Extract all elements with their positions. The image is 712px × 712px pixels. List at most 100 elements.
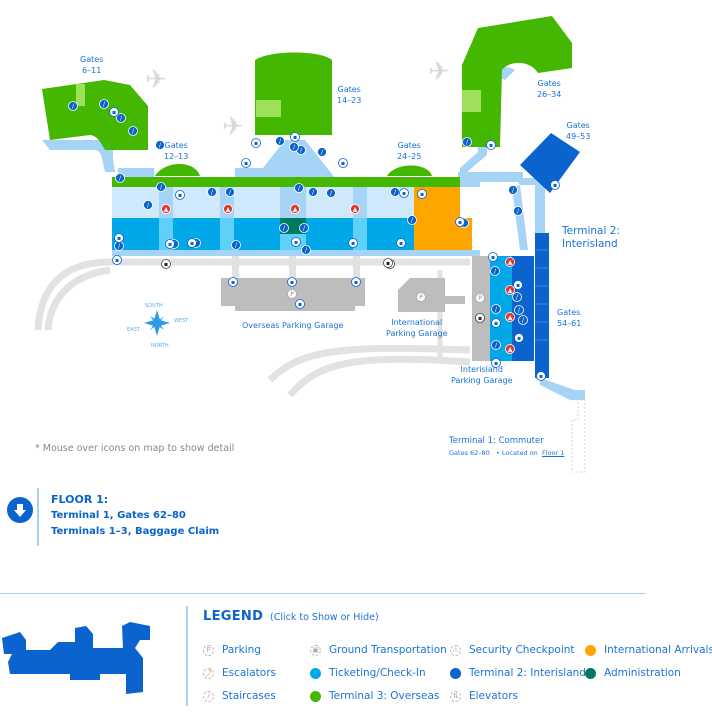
terminal-1-commuter-outline[interactable]	[571, 399, 586, 473]
staircase-icon[interactable]	[289, 142, 299, 152]
security-icon[interactable]	[505, 312, 515, 322]
security-icon[interactable]	[290, 204, 300, 214]
security-icon[interactable]	[505, 285, 515, 295]
security-icon[interactable]	[505, 257, 515, 267]
interisland-parking-garage[interactable]	[472, 256, 490, 361]
elevator-icon[interactable]	[241, 158, 251, 168]
bus-icon[interactable]	[161, 259, 171, 269]
gates-26-34-pier[interactable]	[462, 16, 572, 147]
gates-6-11-pier[interactable]	[42, 80, 148, 150]
terminal-3-overseas-concourse[interactable]	[112, 177, 460, 187]
elevator-icon[interactable]	[491, 358, 501, 368]
floor-1-navigator[interactable]: FLOOR 1: Terminal 1, Gates 62–80 Termina…	[0, 488, 300, 546]
legend-item[interactable]: ⚠Security Checkpoint	[450, 643, 575, 657]
staircase-icon[interactable]	[508, 185, 518, 195]
elevator-icon[interactable]	[417, 189, 427, 199]
elevator-icon[interactable]	[187, 238, 197, 248]
staircase-icon[interactable]	[513, 206, 523, 216]
legend-toggle[interactable]: (Click to Show or Hide)	[270, 612, 379, 623]
legend-item[interactable]: ⤴Escalators	[203, 666, 276, 680]
elevator-icon[interactable]	[514, 333, 524, 343]
floor-line-2[interactable]: Terminals 1–3, Baggage Claim	[51, 526, 220, 537]
gates-49-53-pier[interactable]	[520, 133, 580, 193]
staircase-icon[interactable]	[128, 126, 138, 136]
staircase-icon[interactable]	[491, 340, 501, 350]
elevator-icon[interactable]	[114, 233, 124, 243]
staircase-icon[interactable]	[308, 187, 318, 197]
security-icon[interactable]	[505, 344, 515, 354]
legend-item[interactable]: Terminal 3: Overseas	[310, 689, 439, 703]
staircase-icon[interactable]	[512, 292, 522, 302]
elevator-icon[interactable]	[348, 238, 358, 248]
staircase-icon[interactable]	[68, 101, 78, 111]
elevator-icon[interactable]	[165, 239, 175, 249]
bus-icon[interactable]	[383, 258, 393, 268]
elevator-icon[interactable]	[491, 318, 501, 328]
ticketing-lower[interactable]	[112, 218, 414, 250]
elevator-icon[interactable]	[287, 277, 297, 287]
elevator-icon[interactable]	[351, 277, 361, 287]
staircase-icon[interactable]	[490, 266, 500, 276]
elevator-icon[interactable]	[399, 188, 409, 198]
interisland-ticketing[interactable]	[490, 256, 512, 361]
elevator-icon[interactable]	[550, 180, 560, 190]
staircase-icon[interactable]	[326, 188, 336, 198]
elevator-icon[interactable]	[251, 138, 261, 148]
security-icon[interactable]	[350, 204, 360, 214]
legend-item[interactable]: /Staircases	[203, 689, 276, 703]
staircase-icon[interactable]	[491, 304, 501, 314]
staircase-icon[interactable]	[143, 200, 153, 210]
legend-item[interactable]: Administration	[585, 666, 681, 680]
staircase-icon[interactable]	[294, 183, 304, 193]
elevator-icon[interactable]	[513, 280, 523, 290]
legend-item[interactable]: International Arrivals	[585, 643, 712, 657]
staircase-icon[interactable]	[462, 137, 472, 147]
security-icon[interactable]	[223, 204, 233, 214]
legend-item[interactable]: ⇅Elevators	[450, 689, 518, 703]
staircase-icon[interactable]	[207, 187, 217, 197]
legend-item[interactable]: Terminal 2: Interisland	[450, 666, 586, 680]
bus-icon[interactable]	[475, 313, 485, 323]
gates-54-61-concourse[interactable]	[535, 233, 549, 378]
map-icons[interactable]: ////////////////////////////////////▪▪▪▪…	[68, 99, 560, 381]
staircase-icon[interactable]	[155, 140, 165, 150]
staircase-icon[interactable]	[518, 315, 528, 325]
floor-1-link[interactable]: Floor 1	[541, 449, 565, 457]
staircase-icon[interactable]	[301, 245, 311, 255]
gates-24-25-pod[interactable]	[387, 165, 432, 177]
elevator-icon[interactable]	[488, 252, 498, 262]
staircase-icon[interactable]	[99, 99, 109, 109]
floor-line-1[interactable]: Terminal 1, Gates 62–80	[51, 510, 186, 521]
elevator-icon[interactable]	[396, 238, 406, 248]
staircase-icon[interactable]	[299, 223, 309, 233]
elevator-icon[interactable]	[338, 158, 348, 168]
staircase-icon[interactable]	[407, 215, 417, 225]
airport-map[interactable]: ✈ ✈ ✈ //////////////////////////////////…	[0, 0, 712, 480]
staircase-icon[interactable]	[514, 305, 524, 315]
parking-icon[interactable]	[416, 292, 426, 302]
down-arrow-icon[interactable]	[7, 497, 33, 523]
mini-map-thumbnail[interactable]	[0, 618, 160, 702]
staircase-icon[interactable]	[116, 113, 126, 123]
elevator-icon[interactable]	[295, 299, 305, 309]
staircase-icon[interactable]	[275, 136, 285, 146]
elevator-icon[interactable]	[290, 132, 300, 142]
staircase-icon[interactable]	[115, 173, 125, 183]
staircase-icon[interactable]	[279, 223, 289, 233]
gates-14-23-pier[interactable]	[255, 52, 332, 136]
elevator-icon[interactable]	[112, 255, 122, 265]
staircase-icon[interactable]	[156, 182, 166, 192]
staircase-icon[interactable]	[225, 187, 235, 197]
legend-item[interactable]: ▣Ground Transportation	[310, 643, 447, 657]
security-icon[interactable]	[161, 204, 171, 214]
legend-title[interactable]: LEGEND	[203, 609, 264, 624]
elevator-icon[interactable]	[455, 217, 465, 227]
elevator-icon[interactable]	[109, 107, 119, 117]
gates-12-13-pod[interactable]	[155, 164, 200, 176]
staircase-icon[interactable]	[231, 240, 241, 250]
staircase-icon[interactable]	[317, 147, 327, 157]
floor-title[interactable]: FLOOR 1:	[51, 493, 109, 506]
ticketing-upper[interactable]	[112, 187, 414, 218]
elevator-icon[interactable]	[486, 140, 496, 150]
